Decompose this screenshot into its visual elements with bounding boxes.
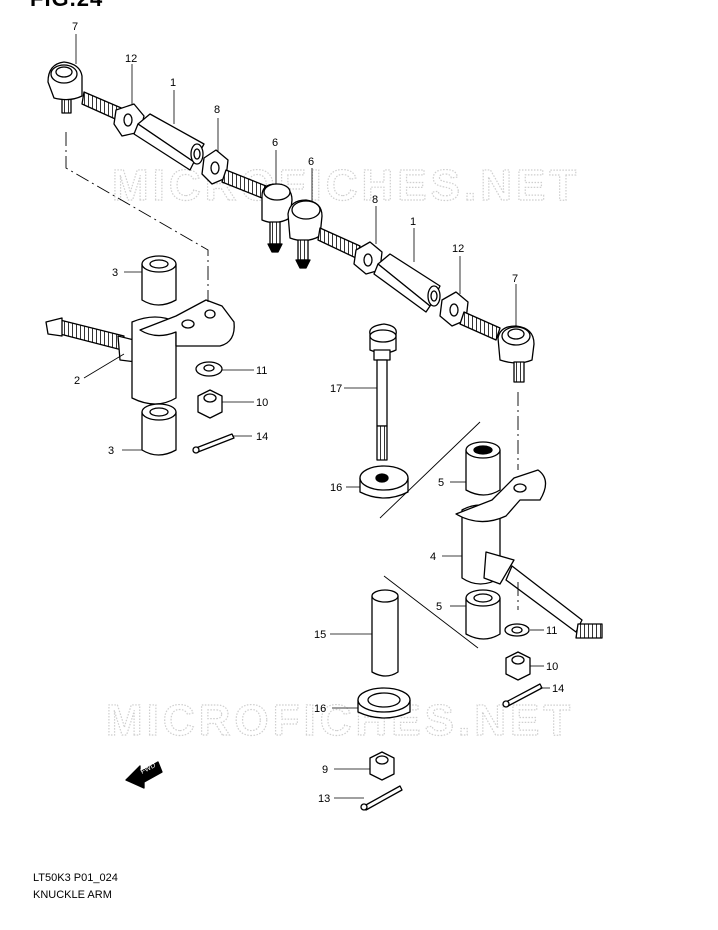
callout-5: 5 — [436, 601, 442, 613]
spacer-washer-center — [359, 465, 409, 499]
spacer-washer-lower — [357, 687, 411, 719]
watermark-bottom: MICROFICHES.NET — [106, 696, 574, 745]
callout-10: 10 — [256, 397, 268, 409]
callout-17: 17 — [330, 383, 342, 395]
callout-7: 7 — [72, 21, 78, 33]
callout-12: 12 — [125, 53, 137, 65]
nut-right — [505, 651, 531, 681]
callout-8: 8 — [214, 104, 220, 116]
callout-2: 2 — [74, 375, 80, 387]
bushing-upper-left — [141, 255, 177, 306]
lock-nut-center-right — [353, 241, 383, 275]
adjuster-sleeve-right — [373, 253, 441, 313]
callout-14: 14 — [552, 683, 564, 695]
callout-13: 13 — [318, 793, 330, 805]
callout-6: 6 — [272, 137, 278, 149]
footer-code: LT50K3 P01_024 — [33, 872, 118, 884]
threaded-rod-right — [459, 311, 501, 341]
callout-8: 8 — [372, 194, 378, 206]
watermark-top: MICROFICHES.NET — [112, 161, 580, 210]
sleeve-center — [371, 589, 399, 677]
callout-labels: 7 12 1 8 6 6 8 1 12 7 3 2 11 10 3 14 17 … — [72, 21, 564, 805]
callout-1: 1 — [170, 77, 176, 89]
callout-14: 14 — [256, 431, 268, 443]
tie-rod-end-center-right — [287, 199, 323, 269]
callout-6: 6 — [308, 156, 314, 168]
footer-name: KNUCKLE ARM — [33, 889, 112, 901]
nut-center — [369, 751, 395, 781]
bushing-upper-right — [465, 441, 501, 496]
callout-15: 15 — [314, 629, 326, 641]
fwd-arrow-icon: FWD — [125, 761, 163, 789]
callout-12: 12 — [452, 243, 464, 255]
assembly-lines — [65, 132, 519, 649]
threaded-rod-center-right — [317, 227, 361, 259]
callout-4: 4 — [430, 551, 436, 563]
callout-11: 11 — [546, 625, 557, 637]
tie-rod-end-center-left — [261, 183, 293, 253]
callout-9: 9 — [322, 764, 328, 776]
tie-rod-end-left — [47, 61, 83, 114]
callout-3: 3 — [108, 445, 114, 457]
callout-11: 11 — [256, 365, 267, 377]
tie-rod-end-right — [497, 325, 535, 383]
callout-5: 5 — [438, 477, 444, 489]
cotter-pin-center — [360, 785, 403, 811]
callout-3: 3 — [112, 267, 118, 279]
lock-nut-right — [439, 291, 469, 327]
knuckle-arm-left — [45, 299, 235, 405]
figure-title: FIG.24 — [30, 0, 103, 12]
washer-right — [504, 623, 530, 637]
washer-left — [195, 361, 223, 377]
kingpin-bolt — [369, 323, 397, 461]
knuckle-arm-right — [455, 469, 603, 639]
cotter-pin-left — [192, 433, 235, 454]
bushing-lower-right — [465, 589, 501, 640]
callout-16: 16 — [330, 482, 342, 494]
leader-lines — [75, 34, 550, 799]
bushing-lower-left — [141, 403, 177, 456]
callout-1: 1 — [410, 216, 416, 228]
callout-16: 16 — [314, 703, 326, 715]
adjuster-sleeve-left — [133, 113, 205, 171]
nut-left — [197, 389, 223, 419]
callout-10: 10 — [546, 661, 558, 673]
callout-7: 7 — [512, 273, 518, 285]
lock-nut-center-left — [201, 149, 229, 185]
